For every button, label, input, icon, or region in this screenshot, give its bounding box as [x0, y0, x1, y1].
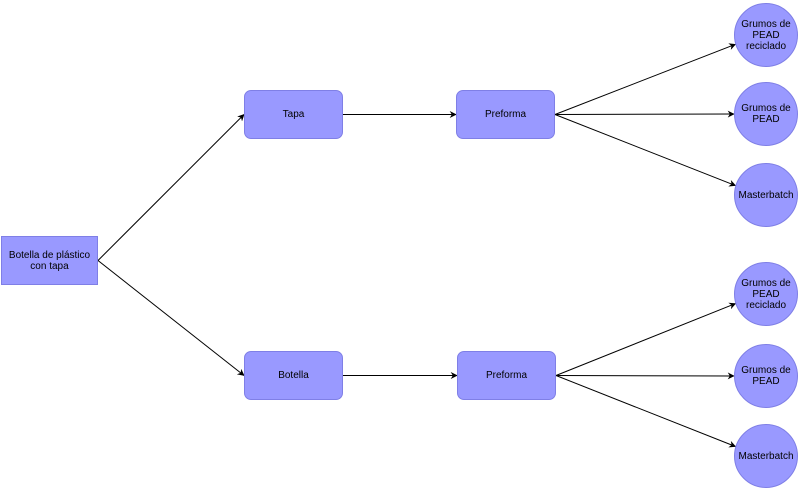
- node-label: Grumos de PEAD: [741, 365, 791, 387]
- edge-preforma_bottom-to-bottom_out_3: [555, 375, 737, 448]
- node-grumos-pead-reciclado-bottom[interactable]: Grumos de PEAD reciclado: [734, 262, 798, 326]
- node-label: Masterbatch: [738, 450, 794, 462]
- edge-preforma_top-to-top_out_3: [554, 114, 737, 187]
- edge-root-to-botella: [97, 260, 245, 376]
- node-masterbatch-bottom[interactable]: Masterbatch: [734, 424, 798, 488]
- node-label: Preforma: [484, 109, 527, 120]
- node-label: Grumos de PEAD reciclado: [741, 18, 791, 52]
- node-grumos-pead-top[interactable]: Grumos de PEAD: [734, 82, 798, 146]
- node-preforma-top[interactable]: Preforma: [456, 90, 555, 139]
- node-preforma-bottom[interactable]: Preforma: [457, 351, 556, 400]
- node-label: Masterbatch: [738, 189, 794, 201]
- node-label: Tapa: [282, 109, 305, 120]
- node-masterbatch-top[interactable]: Masterbatch: [734, 163, 798, 227]
- node-grumos-pead-bottom[interactable]: Grumos de PEAD: [734, 344, 798, 408]
- edge-preforma_bottom-to-bottom_out_1: [555, 302, 737, 376]
- node-botella[interactable]: Botella: [244, 351, 343, 400]
- node-label: Preforma: [485, 370, 528, 381]
- edge-preforma_top-to-top_out_1: [554, 43, 737, 115]
- node-tapa[interactable]: Tapa: [244, 90, 343, 139]
- node-label: Botella: [278, 370, 309, 381]
- node-label: Grumos de PEAD: [741, 103, 791, 125]
- edge-root-to-tapa: [97, 114, 245, 261]
- node-botella-de-plastico-con-tapa[interactable]: Botella de plástico con tapa: [1, 236, 98, 285]
- node-grumos-pead-reciclado-top[interactable]: Grumos de PEAD reciclado: [734, 3, 798, 67]
- node-label: Botella de plástico con tapa: [8, 249, 91, 272]
- node-label: Grumos de PEAD reciclado: [741, 277, 791, 311]
